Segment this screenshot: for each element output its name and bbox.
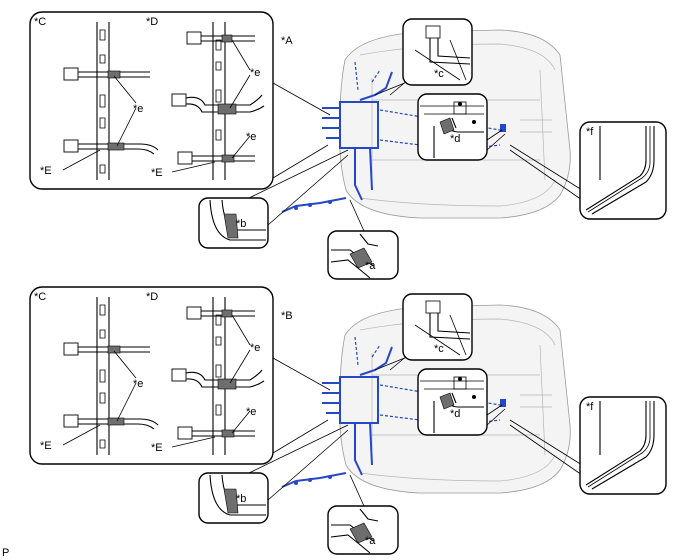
label-e-upper: *E <box>151 442 163 454</box>
label-e-upper: *E <box>40 440 52 452</box>
label-e-upper: *E <box>40 165 52 177</box>
detail-box-d-a <box>417 93 488 161</box>
label-e: *e <box>133 103 143 115</box>
label-f: *f <box>586 401 594 413</box>
view-b: *C *D *B *e *e *e *E *E *b *a *c *d *f <box>29 286 667 555</box>
label-a: *a <box>365 260 376 272</box>
label-c: *C <box>34 291 46 303</box>
label-b: *b <box>236 218 246 230</box>
view-a: *C *D *A *e *e *e *E *E *b *a *c *d *f <box>29 11 667 280</box>
label-d: *D <box>146 16 158 28</box>
label-c: *C <box>34 16 46 28</box>
label-f: *f <box>586 126 594 138</box>
view-label: *A <box>281 35 293 47</box>
figure-label: P <box>2 547 9 559</box>
label-d-lower: *d <box>450 408 460 420</box>
label-e-upper: *E <box>151 167 163 179</box>
detail-box-b-a <box>198 197 269 249</box>
label-e: *e <box>250 67 260 79</box>
label-e: *e <box>246 131 256 143</box>
label-e: *e <box>246 406 256 418</box>
label-e: *e <box>250 342 260 354</box>
label-d-lower: *d <box>450 133 460 145</box>
detail-box-a-b <box>327 505 399 555</box>
detail-box-a-a <box>327 230 399 280</box>
detail-box-b-b <box>198 472 269 524</box>
detail-box-cd-a <box>29 11 274 190</box>
label-a: *a <box>365 535 376 547</box>
label-b: *b <box>236 493 246 505</box>
detail-box-d-b <box>417 368 488 436</box>
view-label: *B <box>281 310 293 322</box>
label-e: *e <box>133 378 143 390</box>
detail-box-cd-b <box>29 286 274 465</box>
label-c-lower: *c <box>434 343 444 355</box>
label-c-lower: *c <box>434 68 444 80</box>
label-d: *D <box>146 291 158 303</box>
